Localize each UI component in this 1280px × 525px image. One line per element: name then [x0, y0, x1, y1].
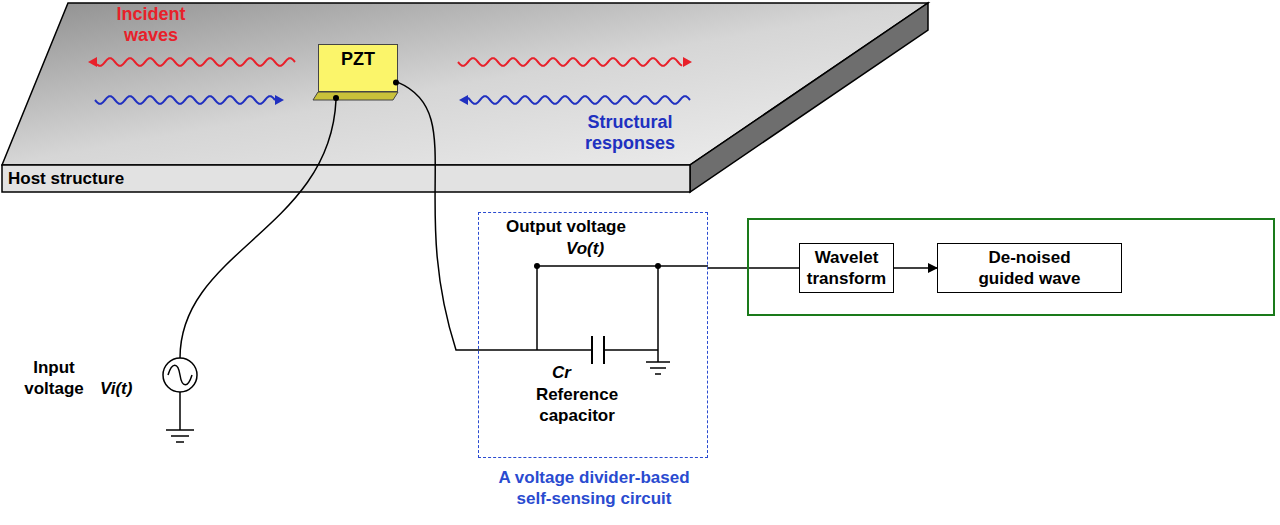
wave-line [468, 96, 690, 104]
node-text: A voltage divider-based self-sensing cir… [464, 467, 724, 509]
diagram-label: Cr [552, 362, 571, 383]
wave-line [458, 58, 682, 66]
junction-dot [534, 263, 540, 269]
diagram-label: Output voltage [506, 216, 626, 237]
wave-line [97, 58, 295, 66]
node-text: Host structure [8, 168, 124, 189]
pzt-edge [313, 92, 398, 100]
wave-arrowhead [459, 95, 468, 105]
connector [708, 267, 799, 269]
diagram-label: Reference capacitor [512, 384, 642, 426]
process-box: Wavelet transform [799, 243, 894, 293]
diagram-label: Structural responses [572, 112, 688, 154]
ground-symbol [166, 430, 194, 442]
wire [179, 392, 181, 430]
processing-group: Wavelet transform De-noised guided wave [747, 218, 1275, 316]
ac-source-symbol [163, 358, 197, 392]
plate-top [2, 3, 928, 165]
diagram-label: Vi(t) [100, 378, 132, 399]
wire [180, 100, 336, 358]
wave-arrowhead [275, 95, 284, 105]
process-box: De-noised guided wave [937, 243, 1122, 293]
wave-line [95, 96, 275, 104]
connector [894, 267, 937, 269]
connector [398, 82, 478, 350]
plate-front [2, 165, 690, 192]
wave-arrowhead [683, 57, 692, 67]
wave-arrowhead [88, 57, 97, 67]
node-text: PZT [341, 49, 375, 70]
diagram-label: Input voltage [16, 357, 92, 399]
terminal-dot [333, 95, 339, 101]
diagram-label: Incident waves [106, 4, 196, 46]
pzt-patch: PZT [318, 44, 398, 92]
junction-dot [655, 263, 661, 269]
capacitor-symbol [592, 336, 604, 364]
plate-side [690, 3, 928, 192]
node-text: De-noised guided wave [967, 247, 1092, 289]
sine-symbol [168, 365, 192, 385]
terminal-dot [393, 79, 399, 85]
ground-symbol [646, 362, 670, 374]
node-text: Wavelet transform [806, 247, 887, 289]
diagram-label: Vo(t) [566, 238, 604, 259]
